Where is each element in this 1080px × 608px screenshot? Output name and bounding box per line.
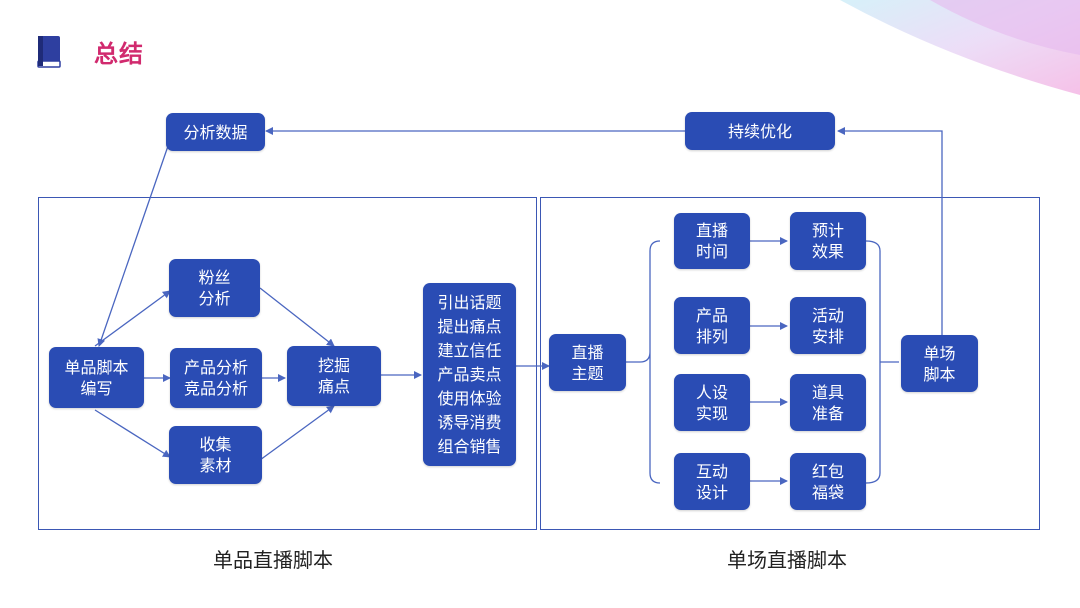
- connector-session-to-optimize: [837, 127, 943, 335]
- connector-product-to-fans: [94, 290, 171, 347]
- continuous-optimization-node: 持续优化: [685, 112, 835, 150]
- bracket-right: [865, 240, 899, 484]
- connector-collect-to-dig: [259, 405, 335, 461]
- single-product-script-label: 单品直播脚本: [213, 548, 333, 572]
- single-product-panel: [38, 197, 537, 530]
- product-script-writing-node: 单品脚本 编写: [49, 347, 144, 408]
- slide-title: 总结: [94, 40, 144, 68]
- analyze-data-node: 分析数据: [166, 113, 265, 151]
- corner-decoration: [840, 0, 1080, 95]
- collect-material-node: 收集 素材: [169, 426, 262, 484]
- session-script-node: 单场 脚本: [901, 335, 978, 392]
- single-session-panel: [540, 197, 1040, 530]
- bracket-left: [626, 240, 661, 484]
- activity-plan-node: 活动 安排: [790, 297, 866, 354]
- product-order-node: 产品 排列: [674, 297, 750, 354]
- single-session-script-label: 单场直播脚本: [727, 548, 847, 572]
- connector-analyze-to-product: [97, 145, 169, 347]
- live-theme-node: 直播 主题: [549, 334, 626, 391]
- book-icon: [37, 36, 61, 68]
- connector-fans-to-dig: [259, 287, 335, 347]
- red-packet-node: 红包 福袋: [790, 453, 866, 510]
- fans-analysis-node: 粉丝 分析: [169, 259, 260, 317]
- interaction-design-node: 互动 设计: [674, 453, 750, 510]
- expected-effect-node: 预计 效果: [790, 212, 866, 270]
- dig-pain-points-node: 挖掘 痛点: [287, 346, 381, 406]
- live-time-node: 直播 时间: [674, 213, 750, 269]
- props-preparation-node: 道具 准备: [790, 374, 866, 431]
- connector-product-to-collect: [94, 409, 171, 458]
- persona-node: 人设 实现: [674, 374, 750, 431]
- live-content-steps-node: 引出话题 提出痛点 建立信任 产品卖点 使用体验 诱导消费 组合销售: [423, 283, 516, 466]
- product-competitor-analysis-node: 产品分析 竞品分析: [170, 348, 262, 408]
